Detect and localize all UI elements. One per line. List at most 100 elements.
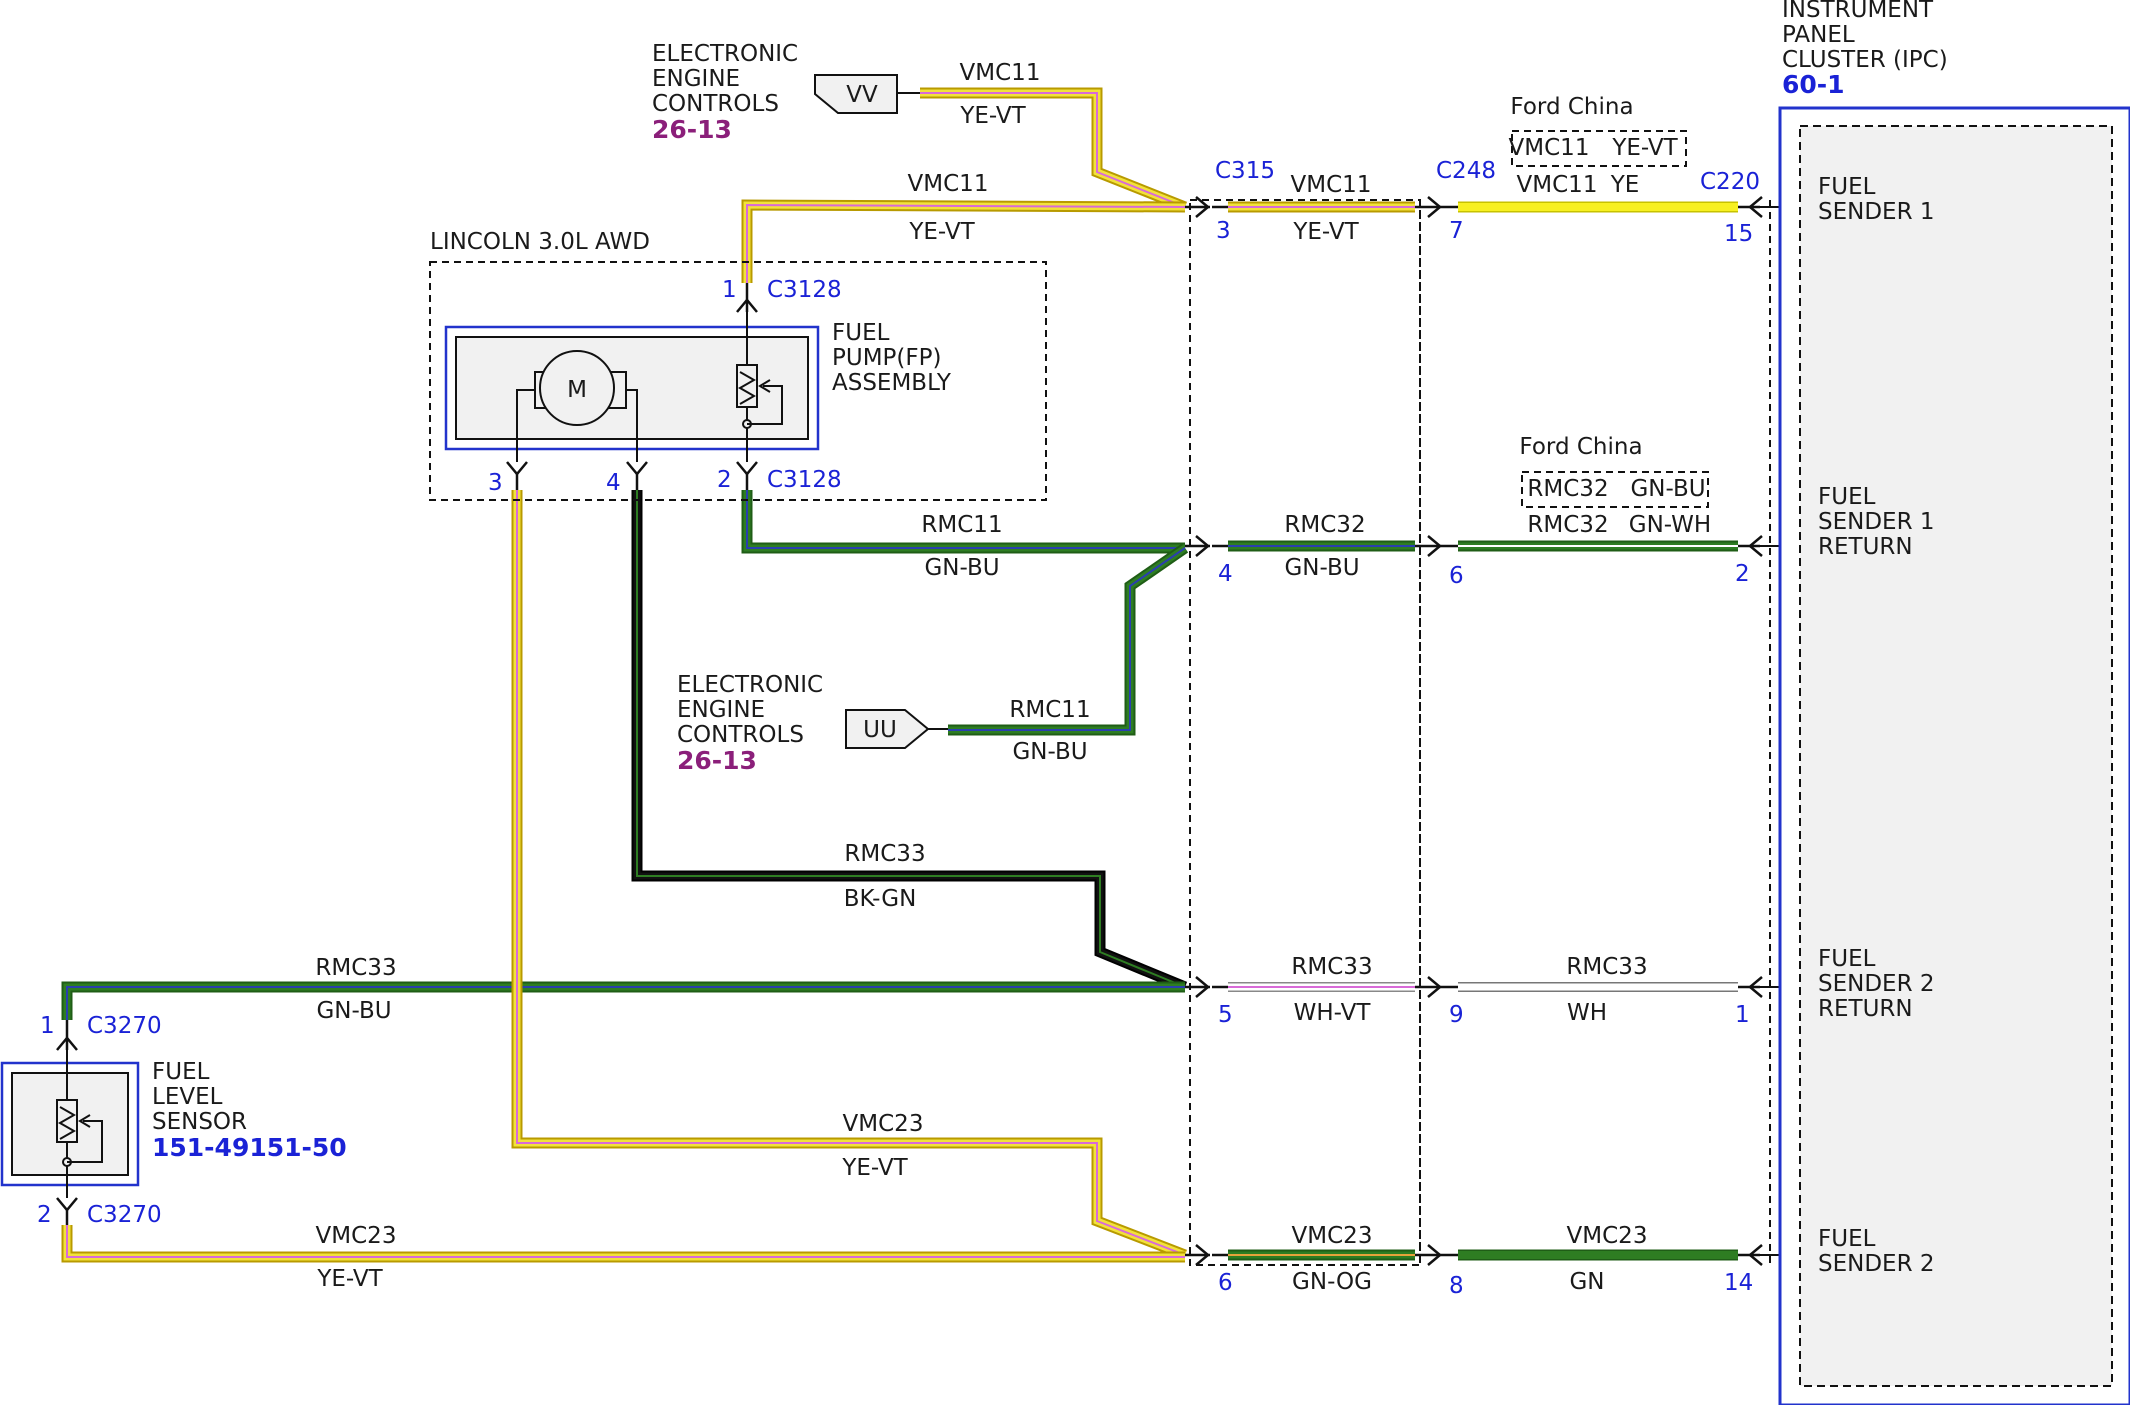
c3128-pin-2: 2: [717, 467, 732, 493]
ipc-panel[interactable]: [1778, 106, 2130, 1405]
c3128-pin-4-chevron[interactable]: [626, 461, 648, 490]
c3270-pin-1-chevron[interactable]: [56, 1020, 78, 1051]
c315-label: C315: [1215, 158, 1275, 184]
fuel-pump-line-2: PUMP(FP): [832, 345, 941, 371]
wire-rmc11-eec[interactable]: [948, 543, 1189, 736]
eec-mid-ref[interactable]: 26-13: [677, 746, 757, 775]
wire-vmc23-pump[interactable]: [511, 490, 1187, 1261]
ipc-ref[interactable]: 60-1: [1782, 70, 1845, 99]
wire-rmc11-pump[interactable]: [741, 490, 1185, 554]
sensor-line-3: SENSOR: [152, 1109, 247, 1135]
wire-label: YE-VT: [959, 103, 1026, 129]
wire-vmc23-sensor[interactable]: [61, 1225, 1185, 1263]
ipc-terminal-text: RETURN: [1818, 534, 1913, 560]
c3128-pin-1: 1: [722, 277, 737, 303]
c3270-pin-1: 1: [40, 1013, 55, 1039]
c3128-label-top: C3128: [767, 277, 842, 303]
wire-label: GN-WH: [1629, 512, 1711, 538]
wire-label: RMC11: [921, 512, 1002, 538]
c315-chevron[interactable]: [1185, 976, 1210, 998]
wire-label: RMC33: [844, 841, 925, 867]
c248-chevron[interactable]: [1415, 196, 1458, 218]
wire-label: RMC32: [1284, 512, 1365, 538]
c248-chevron[interactable]: [1415, 535, 1458, 557]
wire-label: VMC11: [1517, 172, 1598, 198]
fuel-pump-assembly[interactable]: [444, 312, 820, 462]
c3128-pin-2-chevron[interactable]: [736, 461, 758, 490]
ipc-terminal-text: SENDER 1: [1818, 199, 1935, 225]
fuel-level-sensor[interactable]: [0, 1050, 140, 1198]
c315-pin: 5: [1218, 1002, 1233, 1028]
wire-label: YE-VT: [1292, 219, 1359, 245]
c3128-pin-3-chevron[interactable]: [506, 461, 528, 490]
c220-pin: 2: [1735, 561, 1750, 587]
c220-chevron[interactable]: [1738, 976, 1763, 998]
eec-uu-label: UU: [863, 717, 897, 743]
motor-label: M: [567, 377, 587, 403]
eec-vv-connector[interactable]: VV: [814, 74, 920, 114]
c3128-pin-1-chevron[interactable]: [736, 283, 758, 313]
wire-label: VMC23: [316, 1223, 397, 1249]
wire-label: VMC11: [1291, 172, 1372, 198]
c248-chevron[interactable]: [1415, 1244, 1458, 1266]
c3270-label-top: C3270: [87, 1013, 162, 1039]
c220-chevron[interactable]: [1738, 1244, 1763, 1266]
c3270-pin-2-chevron[interactable]: [56, 1197, 78, 1225]
wire-rmc33-sensor[interactable]: [61, 981, 1185, 1020]
wire-label: GN-OG: [1292, 1269, 1372, 1295]
wire-label: VMC23: [1292, 1223, 1373, 1249]
ford-china-label: Ford China: [1519, 434, 1642, 460]
c3128-pin-3: 3: [488, 470, 503, 496]
c248-chevron[interactable]: [1415, 976, 1458, 998]
ipc-terminal-text: SENDER 2: [1818, 1251, 1935, 1277]
ford-china-color: GN-BU: [1630, 476, 1705, 502]
wire-label: GN: [1569, 1269, 1604, 1295]
lincoln-variant-box: [429, 261, 1047, 501]
eec-top-line-1: ELECTRONIC: [652, 41, 798, 67]
sensor-ref[interactable]: 151-49151-50: [152, 1133, 347, 1162]
wire-label: RMC33: [315, 955, 396, 981]
ipc-terminal-text: SENDER 2: [1818, 971, 1935, 997]
wire-label: RMC33: [1566, 954, 1647, 980]
eec-top-line-3: CONTROLS: [652, 91, 779, 117]
wire-label: VMC11: [908, 171, 989, 197]
c220-label: C220: [1700, 169, 1760, 195]
c248-pin: 9: [1449, 1002, 1464, 1028]
ford-china-circuit: VMC11: [1509, 135, 1590, 161]
wire-label: VMC11: [960, 60, 1041, 86]
eec-mid-line-3: CONTROLS: [677, 722, 804, 748]
c248-pin: 6: [1449, 563, 1464, 589]
c315-pin: 4: [1218, 561, 1233, 587]
wire-vmc11-pump[interactable]: [741, 199, 1186, 283]
sensor-line-1: FUEL: [152, 1059, 210, 1085]
c3270-pin-2: 2: [37, 1202, 52, 1228]
ford-china-box-2: [1521, 471, 1709, 508]
c315-chevron[interactable]: [1185, 1244, 1210, 1266]
wire-label: RMC11: [1009, 697, 1090, 723]
eec-top-ref[interactable]: 26-13: [652, 115, 732, 144]
connector-symbols: [56, 196, 1763, 1266]
c315-pin: 3: [1216, 218, 1231, 244]
labels: ELECTRONIC ENGINE CONTROLS 26-13 VMC11 Y…: [37, 0, 1948, 1299]
c315-c248-dashed-zone: [1189, 199, 1421, 1266]
variant-label: LINCOLN 3.0L AWD: [430, 229, 650, 255]
motor-icon: [516, 350, 638, 462]
ford-china-circuit: RMC32: [1527, 476, 1608, 502]
wire-label: YE-VT: [316, 1266, 383, 1292]
wire-label: VMC23: [1567, 1223, 1648, 1249]
wire-label: GN-BU: [1284, 555, 1359, 581]
c220-chevron[interactable]: [1738, 535, 1763, 557]
c220-chevron[interactable]: [1738, 196, 1763, 218]
eec-uu-connector[interactable]: UU: [845, 709, 948, 749]
c248-pin: 8: [1449, 1273, 1464, 1299]
eec-mid-line-2: ENGINE: [677, 697, 765, 723]
wire-rmc33-pump[interactable]: [631, 490, 1188, 993]
wire-label: WH: [1567, 1000, 1607, 1026]
c315-chevron[interactable]: [1185, 535, 1210, 557]
ipc-line-3: CLUSTER (IPC): [1782, 47, 1948, 73]
wire-label: RMC32: [1527, 512, 1608, 538]
c220-pin: 1: [1735, 1002, 1750, 1028]
wire-vmc11-eec[interactable]: [920, 87, 1188, 213]
wire-label: WH-VT: [1294, 1000, 1372, 1026]
ford-china-color: YE-VT: [1611, 135, 1678, 161]
